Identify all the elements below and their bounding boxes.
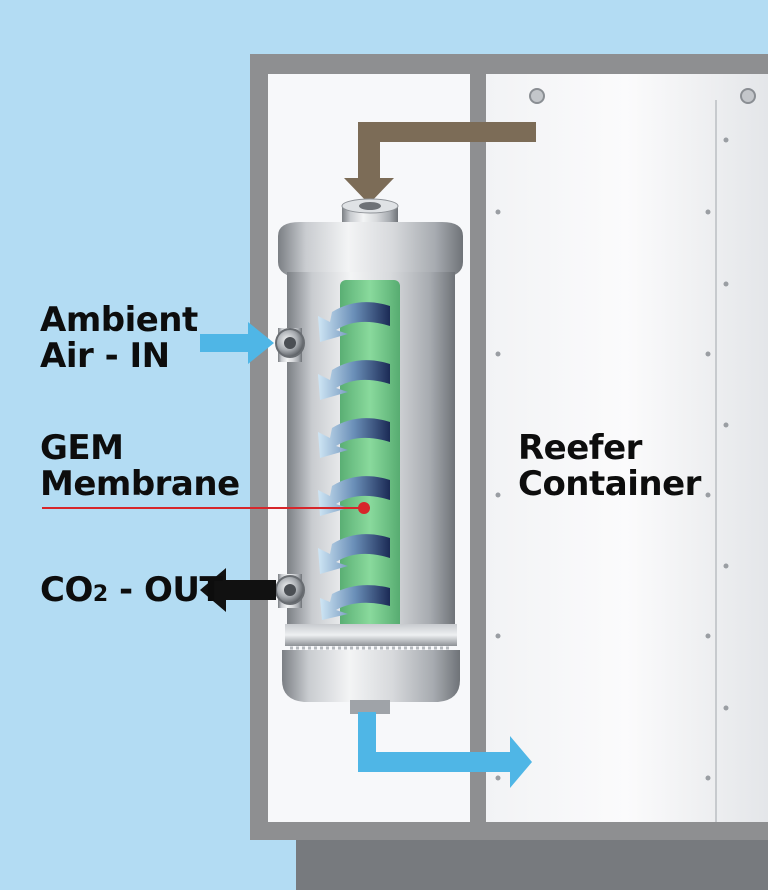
top-nozzle-bore — [359, 202, 381, 210]
reefer-label-line2: Container — [518, 464, 701, 504]
gem-label-line2: Membrane — [40, 464, 240, 504]
bolt — [740, 88, 756, 104]
rivets — [495, 137, 729, 781]
ambient-label-line2: Air - IN — [40, 336, 170, 376]
supply-flow-arrow — [344, 122, 536, 204]
gem-label-line1: GEM — [40, 428, 124, 468]
reefer-wall — [486, 74, 768, 822]
bolt — [529, 88, 545, 104]
gem-membrane-label: GEM Membrane — [40, 430, 240, 502]
co2-out-label: CO2 - OUT — [40, 570, 223, 613]
bottom-cap — [282, 650, 460, 702]
container-base — [296, 840, 768, 890]
gem-membrane-core — [340, 280, 400, 632]
reefer-container-label: Reefer Container — [518, 430, 701, 502]
arrow-right-icon — [200, 322, 274, 364]
ambient-air-in-label: Ambient Air - IN — [40, 302, 198, 374]
reefer-label-line1: Reefer — [518, 428, 642, 468]
bottom-nozzle — [350, 700, 390, 714]
co2-label-suffix: - OUT — [107, 570, 223, 610]
top-cap — [278, 222, 463, 278]
co2-outlet-port — [275, 574, 305, 608]
internal-flow-arrows — [318, 302, 390, 620]
membrane-pointer-dot — [358, 502, 370, 514]
co2-label-subscript: 2 — [92, 582, 108, 607]
arrow-left-icon — [200, 568, 276, 612]
co2-label-prefix: CO — [40, 570, 93, 610]
bottom-collar — [285, 624, 457, 646]
exhaust-flow-arrow — [358, 712, 532, 788]
frame-divider — [470, 74, 486, 822]
ambient-air-inlet-port — [275, 328, 305, 362]
ambient-label-line1: Ambient — [40, 300, 198, 340]
